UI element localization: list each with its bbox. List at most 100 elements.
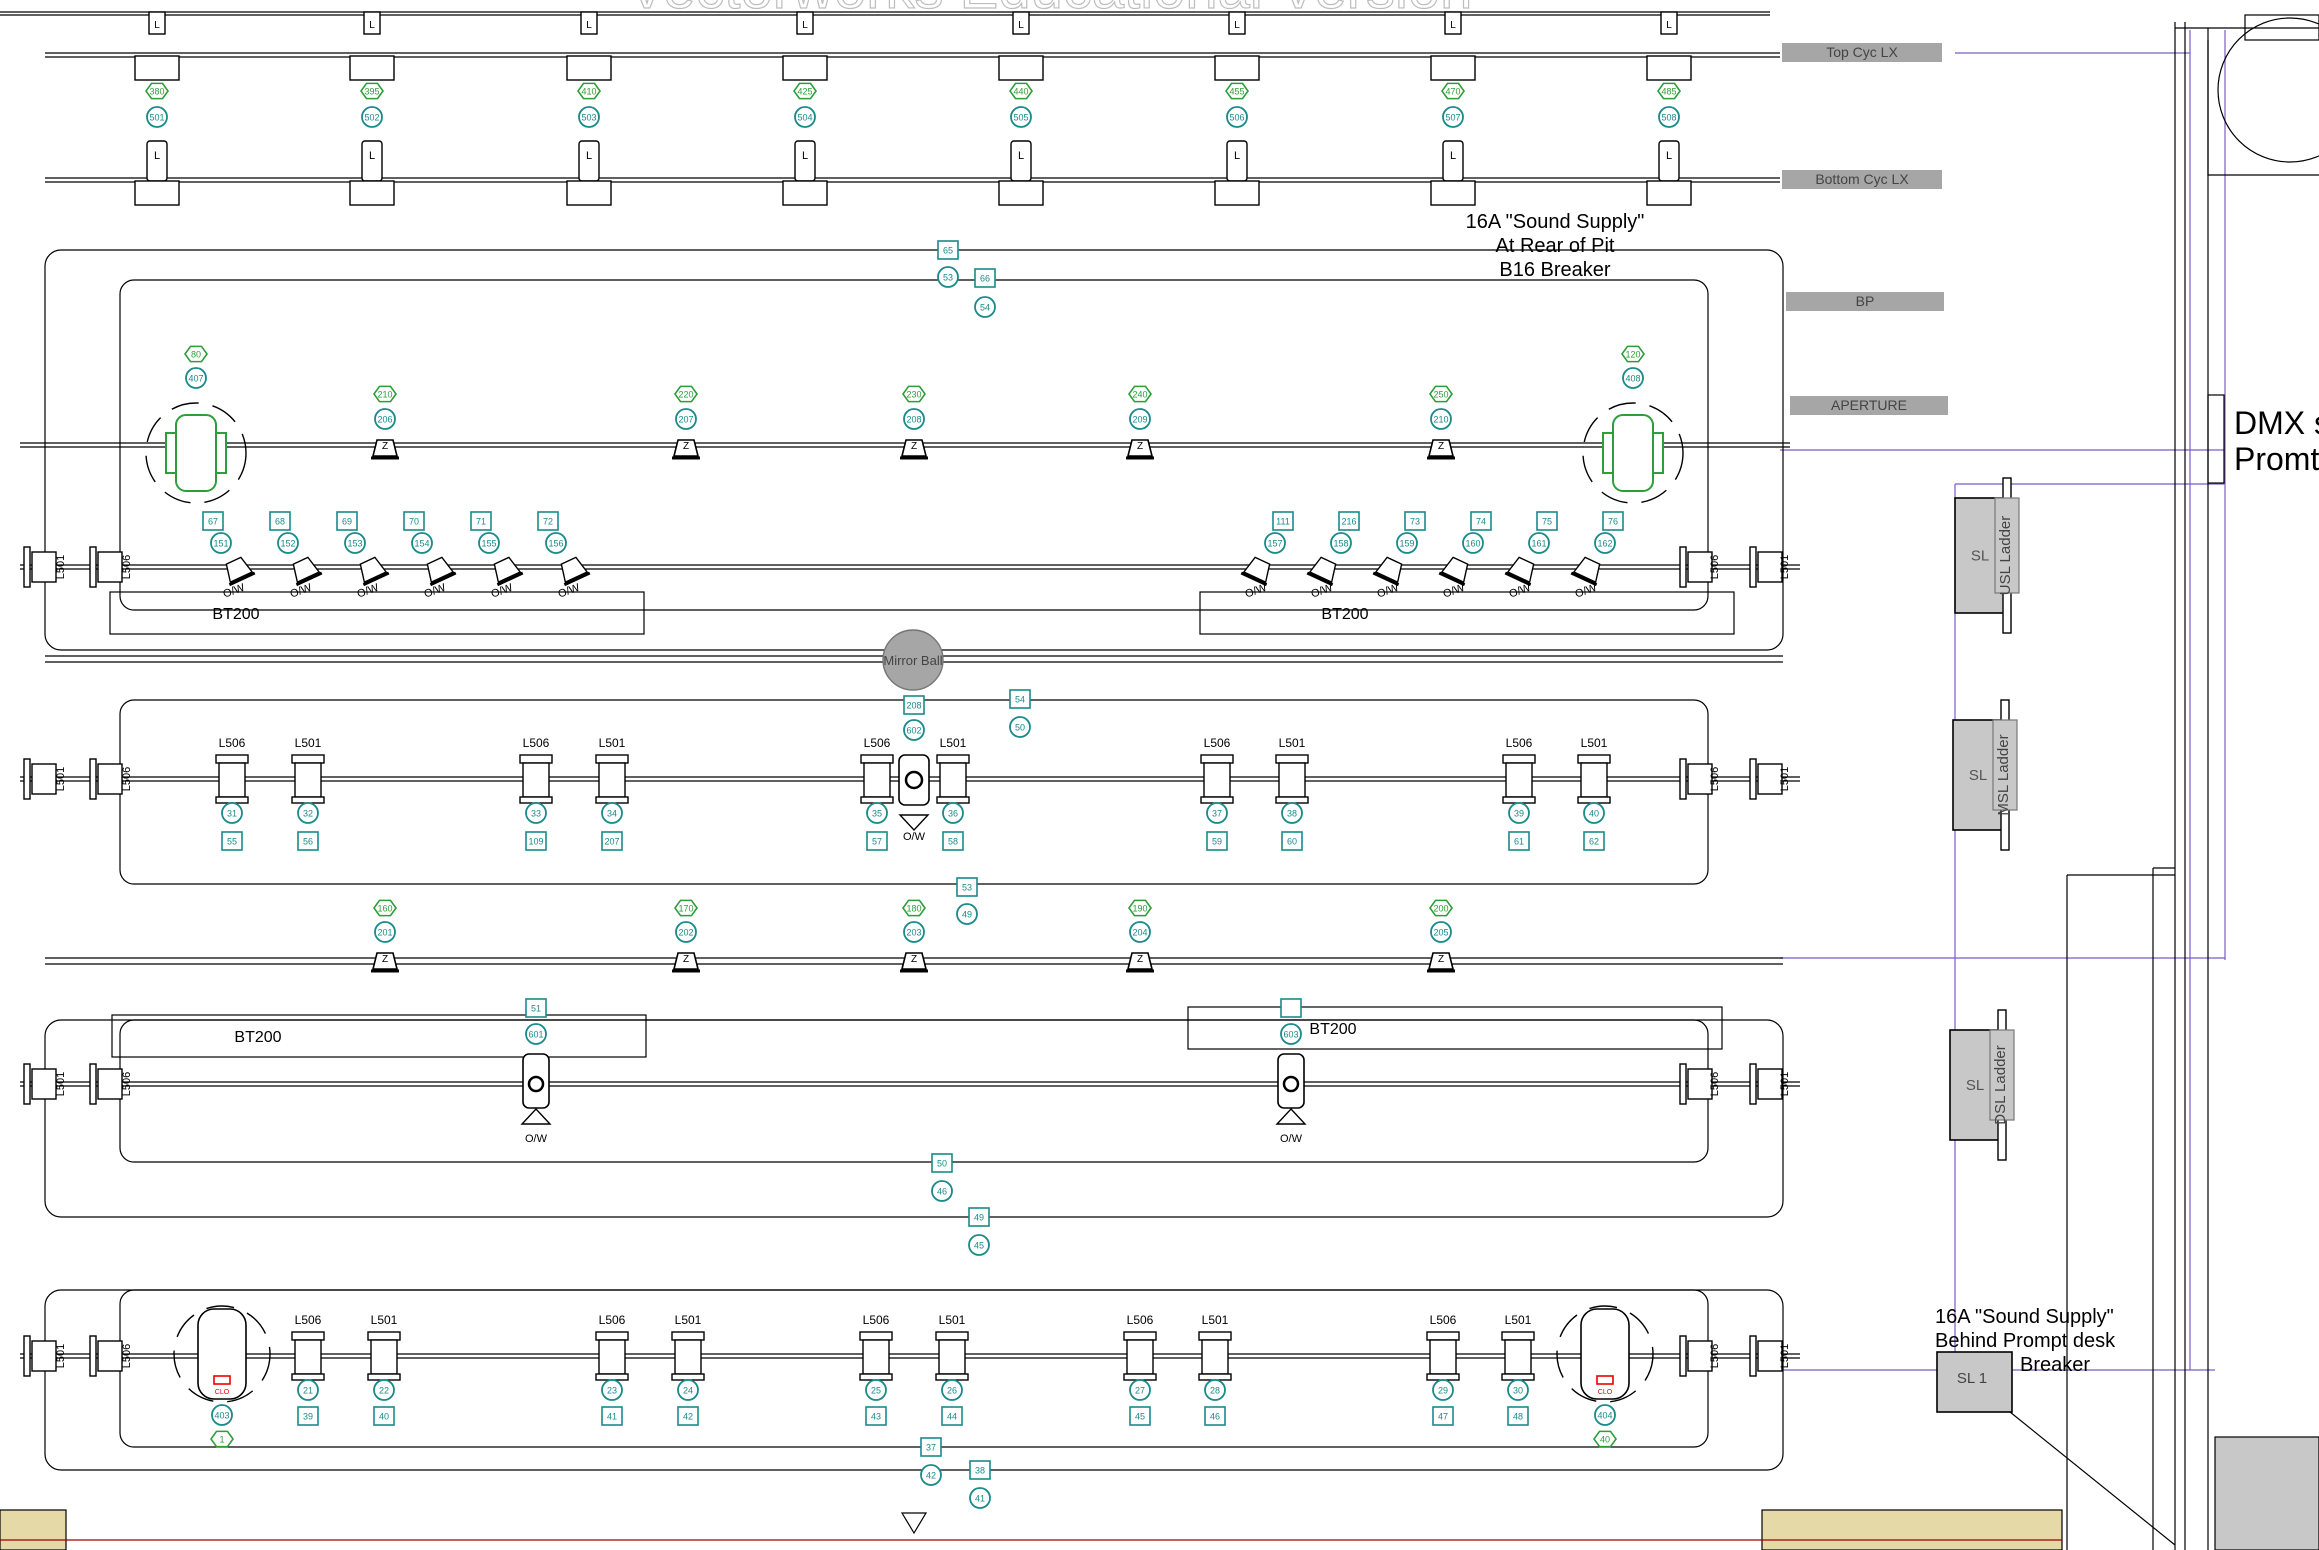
zoom-profile	[371, 952, 399, 970]
address-tag-label: 230	[906, 390, 921, 400]
circuit-tag-label: 35	[872, 809, 882, 819]
bar-end-clamp	[97, 1340, 123, 1372]
circuit-tag-label: 159	[1399, 539, 1414, 549]
fixture-body	[1505, 762, 1533, 798]
circuit-tag-label: 403	[214, 1411, 229, 1421]
address-tag	[902, 385, 926, 403]
bar-end-clamp	[1687, 763, 1713, 795]
fixture-body	[1203, 762, 1231, 798]
fixture-body	[859, 1331, 893, 1341]
channel-tag-label: 53	[962, 883, 972, 893]
circuit-tag	[1432, 1379, 1454, 1401]
top-hanger-label: L	[154, 20, 160, 31]
fixture-type-label: L501	[1279, 736, 1306, 750]
ow-label: O/W	[356, 582, 381, 601]
ow-fixture	[1372, 556, 1403, 587]
channel-tag-label: 72	[543, 517, 553, 527]
fixture-body	[291, 1373, 325, 1381]
circuit-tag	[903, 408, 925, 430]
circuit-tag-label: 37	[1212, 809, 1222, 819]
bar-end-clamp	[1687, 1340, 1713, 1372]
channel-tag	[336, 511, 358, 531]
address-tag	[1225, 82, 1249, 100]
circuit-tag-label: 201	[377, 928, 392, 938]
address-tag-label: 455	[1229, 87, 1244, 97]
address-tag-label: 425	[797, 87, 812, 97]
zoom-profile-label: Z	[683, 441, 689, 452]
channel-tag	[601, 831, 623, 851]
fixture-type-label: L501	[1202, 1313, 1229, 1327]
fixture-body	[1426, 1373, 1460, 1381]
bar-end-label: L501	[55, 1072, 67, 1096]
ow-label: O/W	[903, 831, 926, 843]
channel-tag	[1404, 511, 1426, 531]
circuit-tag	[361, 106, 383, 128]
channel-tag	[403, 511, 425, 531]
circuit-tag-label: 503	[581, 113, 596, 123]
fixture-body	[294, 1339, 322, 1375]
zoom-profile-label: Z	[382, 441, 388, 452]
bar-end-clamp	[97, 551, 123, 583]
address-tag-label: 180	[906, 904, 921, 914]
circuit-tag	[1206, 802, 1228, 824]
ow-fixture-lens	[295, 571, 323, 587]
fixture-body	[1577, 796, 1611, 804]
ladder-base-label: SL	[1971, 548, 1989, 565]
mirror-ball-label: Mirror Ball	[883, 653, 942, 668]
ow-fixture-lens	[1306, 571, 1334, 587]
channel-tag	[525, 831, 547, 851]
address-tag-label: 40	[1600, 1435, 1610, 1445]
address-tag-label: 170	[678, 904, 693, 914]
bar-end-plate	[89, 758, 97, 800]
circuit-tag	[1508, 802, 1530, 824]
dmx-line-1: DMX s	[2234, 405, 2319, 441]
frame-bar4-outer	[44, 1019, 1784, 1218]
circuit-tag-label: 210	[1433, 415, 1448, 425]
ow-fixture-body	[225, 556, 254, 584]
fixture-body	[1123, 1373, 1157, 1381]
cyc-lamp-label: L	[802, 150, 808, 162]
fixture-body	[860, 796, 894, 804]
bar-end-plate	[89, 1063, 97, 1105]
circuit-tag	[277, 532, 299, 554]
ow-label: O/W	[1574, 582, 1599, 601]
circuit-tag-label: 25	[871, 1386, 881, 1396]
circuit-tag	[931, 1180, 953, 1202]
channel-tag-label: 42	[683, 1412, 693, 1422]
ow-label: O/W	[557, 582, 582, 601]
fixture-body	[936, 796, 970, 804]
bar-end-label: L506	[121, 1344, 133, 1368]
circuit-tag	[969, 1487, 991, 1509]
fixture-type-label: L506	[864, 736, 891, 750]
bar-end-label: L506	[121, 1072, 133, 1096]
channel-tag	[1281, 831, 1303, 851]
circuit-tag-label: 40	[1589, 809, 1599, 819]
circuit-tag-label: 162	[1597, 539, 1612, 549]
bar-end-clamp	[31, 763, 57, 795]
channel-tag-label: 61	[1514, 837, 1524, 847]
ow-fixture-lens	[496, 571, 524, 587]
circuit-tag	[374, 408, 396, 430]
bar-end-plate	[23, 1335, 31, 1377]
channel-tag	[1602, 511, 1624, 531]
circuit-tag-label: 202	[678, 928, 693, 938]
ow-fixture-body	[1506, 556, 1535, 584]
circuit-tag-label: 22	[379, 1386, 389, 1396]
circuit-tag	[942, 802, 964, 824]
ow-fixture-lens	[429, 571, 457, 587]
profile-special-iris	[898, 814, 930, 832]
channel-tag-label: 208	[906, 701, 921, 711]
bar-end-clamp	[1687, 1068, 1713, 1100]
ow-label: O/W	[490, 582, 515, 601]
circuit-tag-label: 30	[1513, 1386, 1523, 1396]
fixture-body	[595, 1373, 629, 1381]
channel-tag	[1536, 511, 1558, 531]
circuit-tag-label: 42	[926, 1471, 936, 1481]
address-tag	[674, 899, 698, 917]
circuit-tag	[675, 408, 697, 430]
fixture-body	[1201, 1339, 1229, 1375]
circuit-tag-label: 38	[1287, 809, 1297, 819]
circuit-tag-label: 50	[1015, 723, 1025, 733]
channel-tag	[865, 1406, 887, 1426]
circuit-tag	[1594, 532, 1616, 554]
